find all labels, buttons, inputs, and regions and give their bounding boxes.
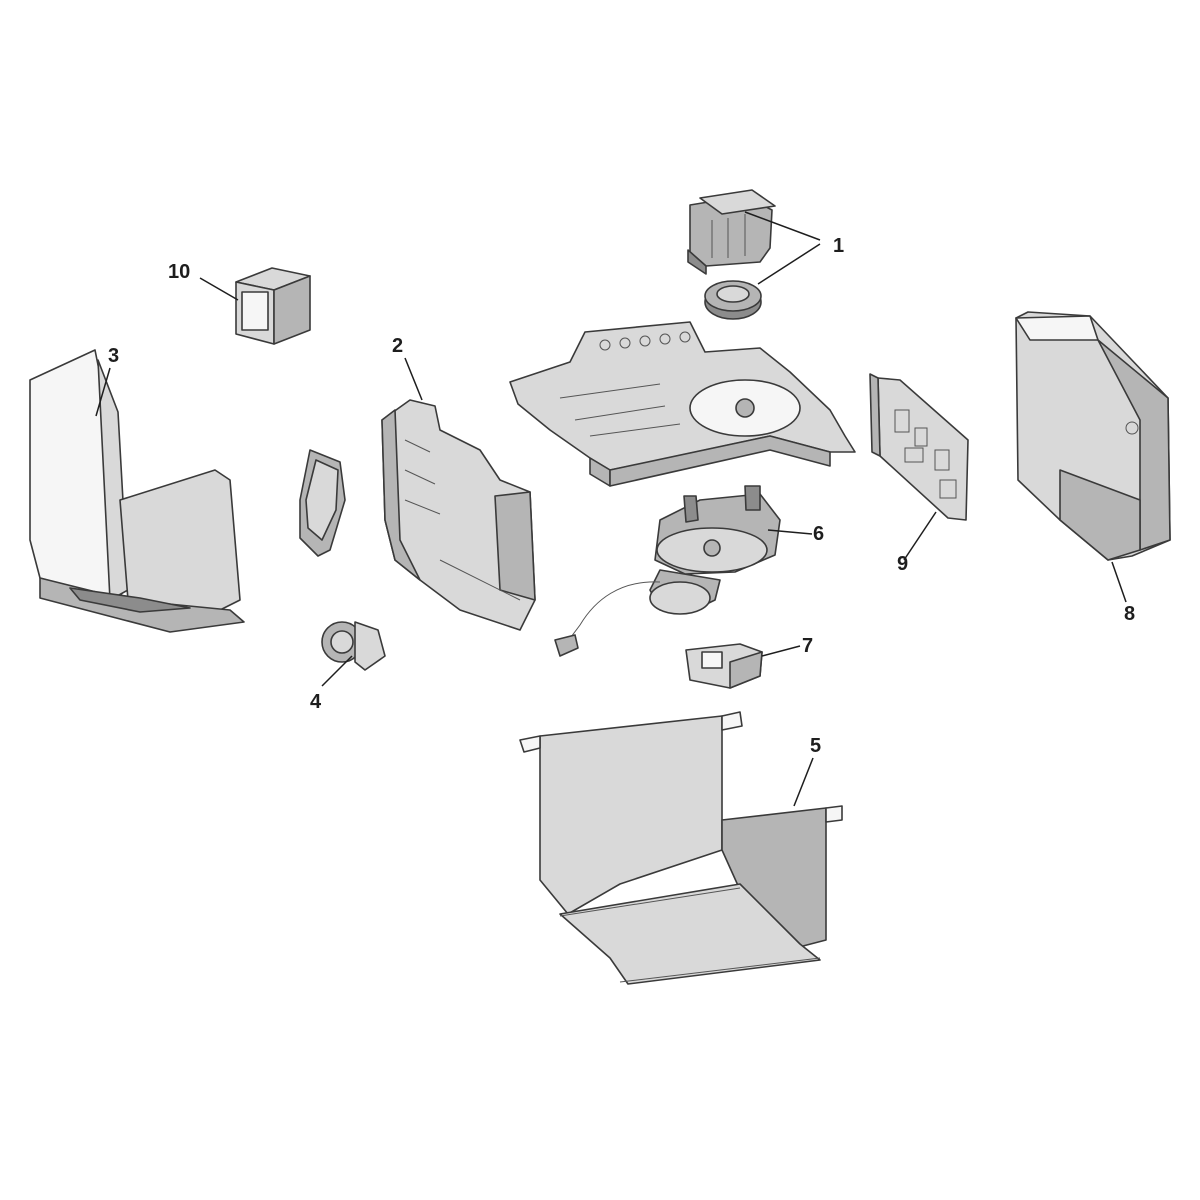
part-9-circuit-board: [869, 373, 969, 521]
part-3-lens-housing: [29, 349, 245, 633]
part-2-bracket: [381, 399, 536, 631]
callout-5: 5: [810, 735, 821, 757]
callout-1: 1: [833, 235, 844, 257]
part-7-switch: [685, 643, 763, 689]
part-8-cover: [1015, 311, 1171, 561]
part-1-sprocket-cover: [687, 189, 776, 275]
callout-8: 8: [1124, 603, 1135, 625]
part-1-sprocket: [704, 280, 762, 320]
callout-6: 6: [813, 523, 824, 545]
leader-lines: [95, 211, 1127, 807]
chassis-plate: [509, 321, 856, 487]
callout-4: 4: [310, 691, 322, 713]
loose-bracket: [299, 449, 346, 557]
callout-9: 9: [897, 553, 908, 575]
callout-10: 10: [168, 261, 190, 283]
callout-3: 3: [108, 345, 119, 367]
callout-2: 2: [392, 335, 403, 357]
part-4-gear-assembly: [321, 621, 386, 671]
part-5-tray: [519, 711, 843, 985]
callout-7: 7: [802, 635, 813, 657]
part-10-box: [235, 267, 311, 345]
part-6-motor: [554, 485, 781, 657]
